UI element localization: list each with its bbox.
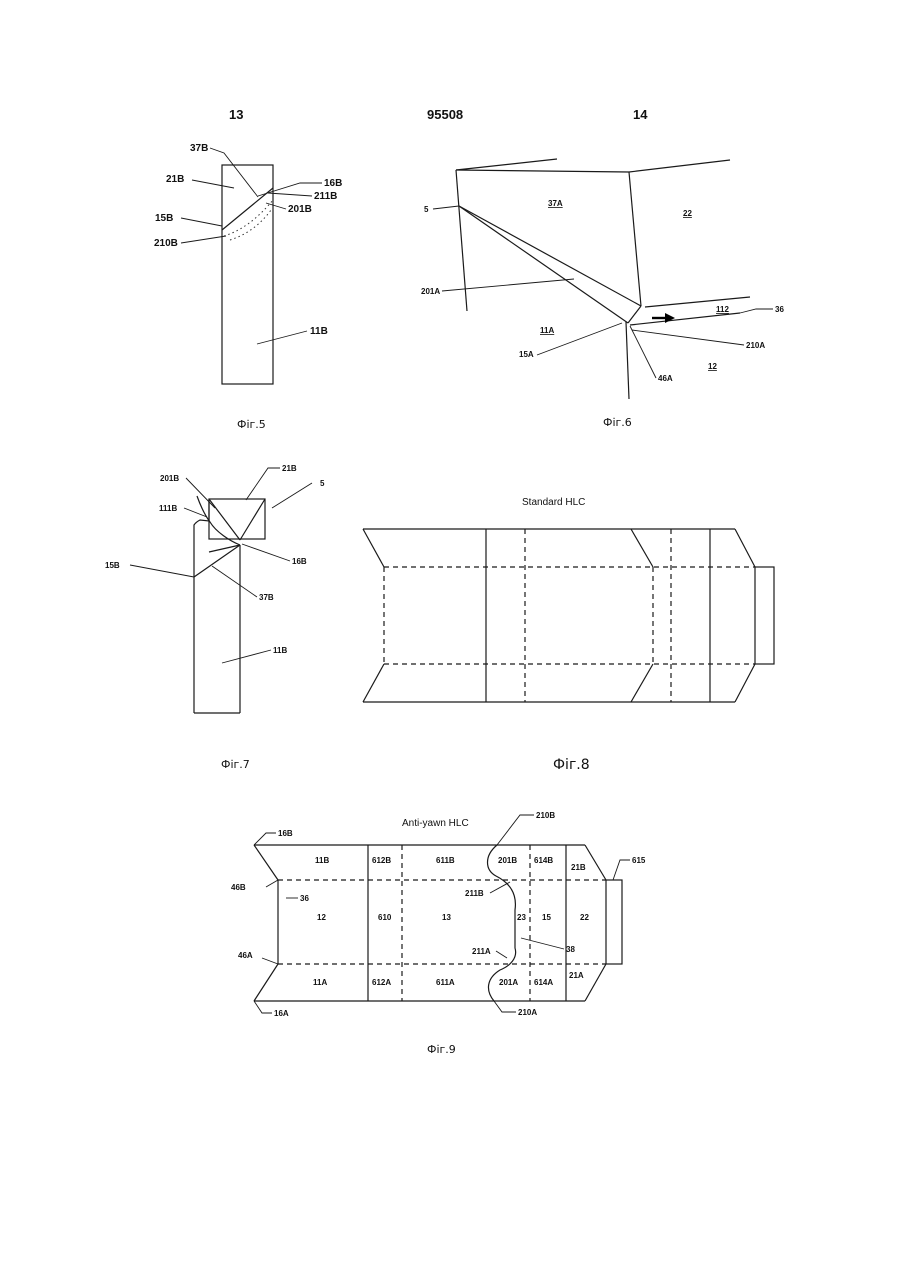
fig9-label-23: 23 <box>517 913 526 922</box>
fig9-label-610: 610 <box>378 913 392 922</box>
page-number-left: 13 <box>229 107 243 122</box>
fig5-label-11B: 11B <box>310 326 328 337</box>
figure-6: 5 37A 22 201A 112 36 11A 210A 15A 12 46A… <box>421 159 784 429</box>
fig9-label-615: 615 <box>632 856 646 865</box>
fig9-label-16A: 16A <box>274 1009 289 1018</box>
fig9-label-211B: 211B <box>465 889 484 898</box>
fig9-label-46A: 46A <box>238 951 253 960</box>
fig7-caption: Фіг.7 <box>221 758 250 771</box>
fig9-label-36: 36 <box>300 894 309 903</box>
fig7-label-111B: 111B <box>159 504 177 513</box>
fig9-caption: Фіг.9 <box>427 1043 456 1056</box>
fig6-label-46A: 46A <box>658 374 673 383</box>
fig9-label-611B: 611B <box>436 856 455 865</box>
fig9-label-201B: 201B <box>498 856 517 865</box>
fig6-label-210A: 210A <box>746 341 765 350</box>
fig6-label-201A: 201A <box>421 287 440 296</box>
document-number: 95508 <box>427 107 463 122</box>
fig9-label-13: 13 <box>442 913 451 922</box>
fig6-label-36: 36 <box>775 305 784 314</box>
fig9-label-15: 15 <box>542 913 551 922</box>
fig6-label-11A: 11A <box>540 326 554 335</box>
fig9-label-11A: 11A <box>313 978 327 987</box>
fig9-label-12: 12 <box>317 913 326 922</box>
fig9-label-614B: 614B <box>534 856 553 865</box>
fig5-label-210B: 210B <box>154 238 178 249</box>
fig9-label-46B: 46B <box>231 883 246 892</box>
fig8-title: Standard HLC <box>522 497 585 508</box>
fig6-label-12: 12 <box>708 362 717 371</box>
fig6-label-5: 5 <box>424 205 429 214</box>
fig9-label-201A: 201A <box>499 978 518 987</box>
fig9-label-210A: 210A <box>518 1008 537 1017</box>
fig7-label-201B: 201B <box>160 474 179 483</box>
fig7-label-15B: 15B <box>105 561 120 570</box>
fig5-label-15B: 15B <box>155 213 173 224</box>
fig9-label-11B: 11B <box>315 856 329 865</box>
fig5-label-201B: 201B <box>288 204 312 215</box>
figure-5: 37B 21B 16B 211B 201B 15B 210B 11B Фіг.5 <box>154 143 342 431</box>
fig6-label-15A: 15A <box>519 350 534 359</box>
fig9-label-21A: 21A <box>569 971 584 980</box>
fig9-label-16B: 16B <box>278 829 293 838</box>
fig9-label-612B: 612B <box>372 856 391 865</box>
fig9-label-614A: 614A <box>534 978 553 987</box>
fig7-label-37B: 37B <box>259 593 274 602</box>
fig6-label-22: 22 <box>683 209 692 218</box>
fig9-label-611A: 611A <box>436 978 455 987</box>
fig5-caption: Фіг.5 <box>237 418 266 431</box>
fig5-label-21B: 21B <box>166 174 184 185</box>
fig8-caption: Фіг.8 <box>553 757 590 773</box>
fig9-label-210B: 210B <box>536 811 555 820</box>
fig9-label-38: 38 <box>566 945 575 954</box>
fig9-label-21B: 21B <box>571 863 586 872</box>
fig9-label-612A: 612A <box>372 978 391 987</box>
figure-8: Standard HLC Фіг.8 <box>363 497 774 773</box>
page-number-right: 14 <box>633 107 648 122</box>
figure-9: Anti-yawn HLC 16B 210B 615 11B 612B 611B <box>231 811 646 1056</box>
figure-7: 201B 21B 5 111B 16B 15B 37B 11B Фіг.7 <box>105 464 325 771</box>
fig6-label-37A: 37A <box>548 199 563 208</box>
fig9-label-22: 22 <box>580 913 589 922</box>
fig7-label-11B: 11B <box>273 646 287 655</box>
fig6-caption: Фіг.6 <box>603 416 632 429</box>
fig5-label-16B: 16B <box>324 178 342 189</box>
fig7-label-21B: 21B <box>282 464 297 473</box>
fig6-label-112: 112 <box>716 305 729 314</box>
fig5-label-37B: 37B <box>190 143 208 154</box>
fig7-label-5: 5 <box>320 479 325 488</box>
fig7-label-16B: 16B <box>292 557 307 566</box>
fig9-title: Anti-yawn HLC <box>402 818 469 829</box>
fig5-label-211B: 211B <box>314 191 337 202</box>
fig9-label-211A: 211A <box>472 947 491 956</box>
